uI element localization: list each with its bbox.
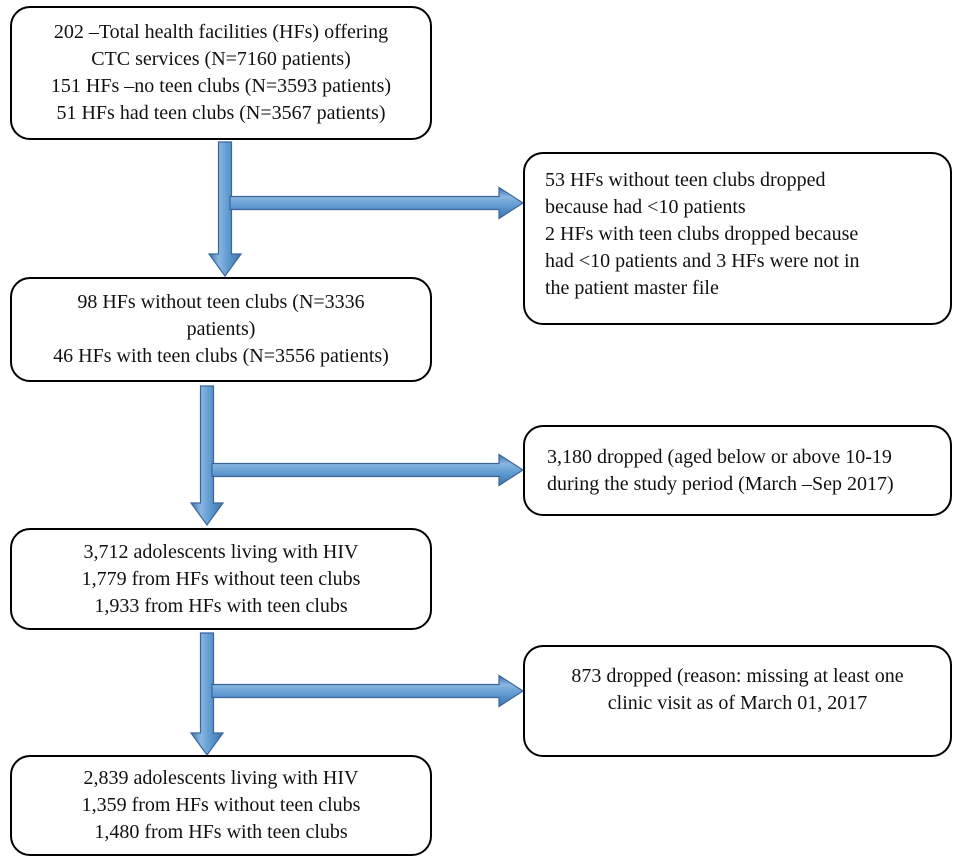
box-text-line: during the study period (March –Sep 2017…: [547, 472, 894, 495]
box-text-line: 98 HFs without teen clubs (N=3336: [77, 291, 365, 313]
arrow-right-1-icon: [229, 186, 525, 220]
box-dropped-missing-visit: 873 dropped (reason: missing at least on…: [523, 645, 952, 757]
box-text-line: 1,779 from HFs without teen clubs: [81, 567, 361, 590]
box-text-line: had <10 patients and 3 HFs were not in: [545, 250, 860, 272]
box-text-line: 1,933 from HFs with teen clubs: [94, 594, 348, 617]
box-text-line: clinic visit as of March 01, 2017: [607, 692, 868, 714]
box-adolescents-with-hiv: 3,712 adolescents living with HIV 1,779 f…: [10, 528, 432, 630]
box-text-line: 873 dropped (reason: missing at least on…: [571, 665, 904, 687]
arrow-down-2-icon: [189, 385, 225, 527]
box-dropped-age: 3,180 dropped (aged below or above 10-19…: [523, 425, 952, 516]
box-text-line: CTC services (N=7160 patients): [91, 48, 351, 70]
arrow-right-3-icon: [211, 674, 525, 708]
box-text-line: the patient master file: [545, 277, 719, 299]
box-text-line: 53 HFs without teen clubs dropped: [545, 169, 826, 191]
box-text-line: 51 HFs had teen clubs (N=3567 patients): [56, 102, 386, 124]
box-text-line: 3,180 dropped (aged below or above 10-19: [547, 445, 892, 468]
arrow-down-3-icon: [189, 632, 225, 757]
box-final-sample: 2,839 adolescents living with HIV 1,359 f…: [10, 755, 432, 856]
box-text-line: 1,480 from HFs with teen clubs: [94, 821, 348, 843]
box-text-line: 46 HFs with teen clubs (N=3556 patients): [53, 345, 389, 367]
box-text-line: 202 –Total health facilities (HFs) offer…: [53, 21, 389, 43]
box-text-line: patients): [186, 318, 256, 340]
box-text-line: 2,839 adolescents living with HIV: [83, 767, 359, 789]
box-text-line: 3,712 adolescents living with HIV: [83, 540, 359, 563]
arrow-down-1-icon: [207, 141, 243, 278]
box-text-line: 151 HFs –no teen clubs (N=3593 patients): [50, 75, 392, 97]
box-total-facilities: 202 –Total health facilities (HFs) offer…: [10, 6, 432, 140]
box-dropped-small-facilities: 53 HFs without teen clubs dropped because…: [523, 152, 952, 325]
arrow-right-2-icon: [211, 453, 525, 487]
box-text-line: because had <10 patients: [545, 196, 746, 218]
box-facilities-after-exclusion: 98 HFs without teen clubs (N=3336 patient…: [10, 277, 432, 382]
box-text-line: 2 HFs with teen clubs dropped because: [545, 223, 859, 245]
box-text-line: 1,359 from HFs without teen clubs: [81, 794, 361, 816]
